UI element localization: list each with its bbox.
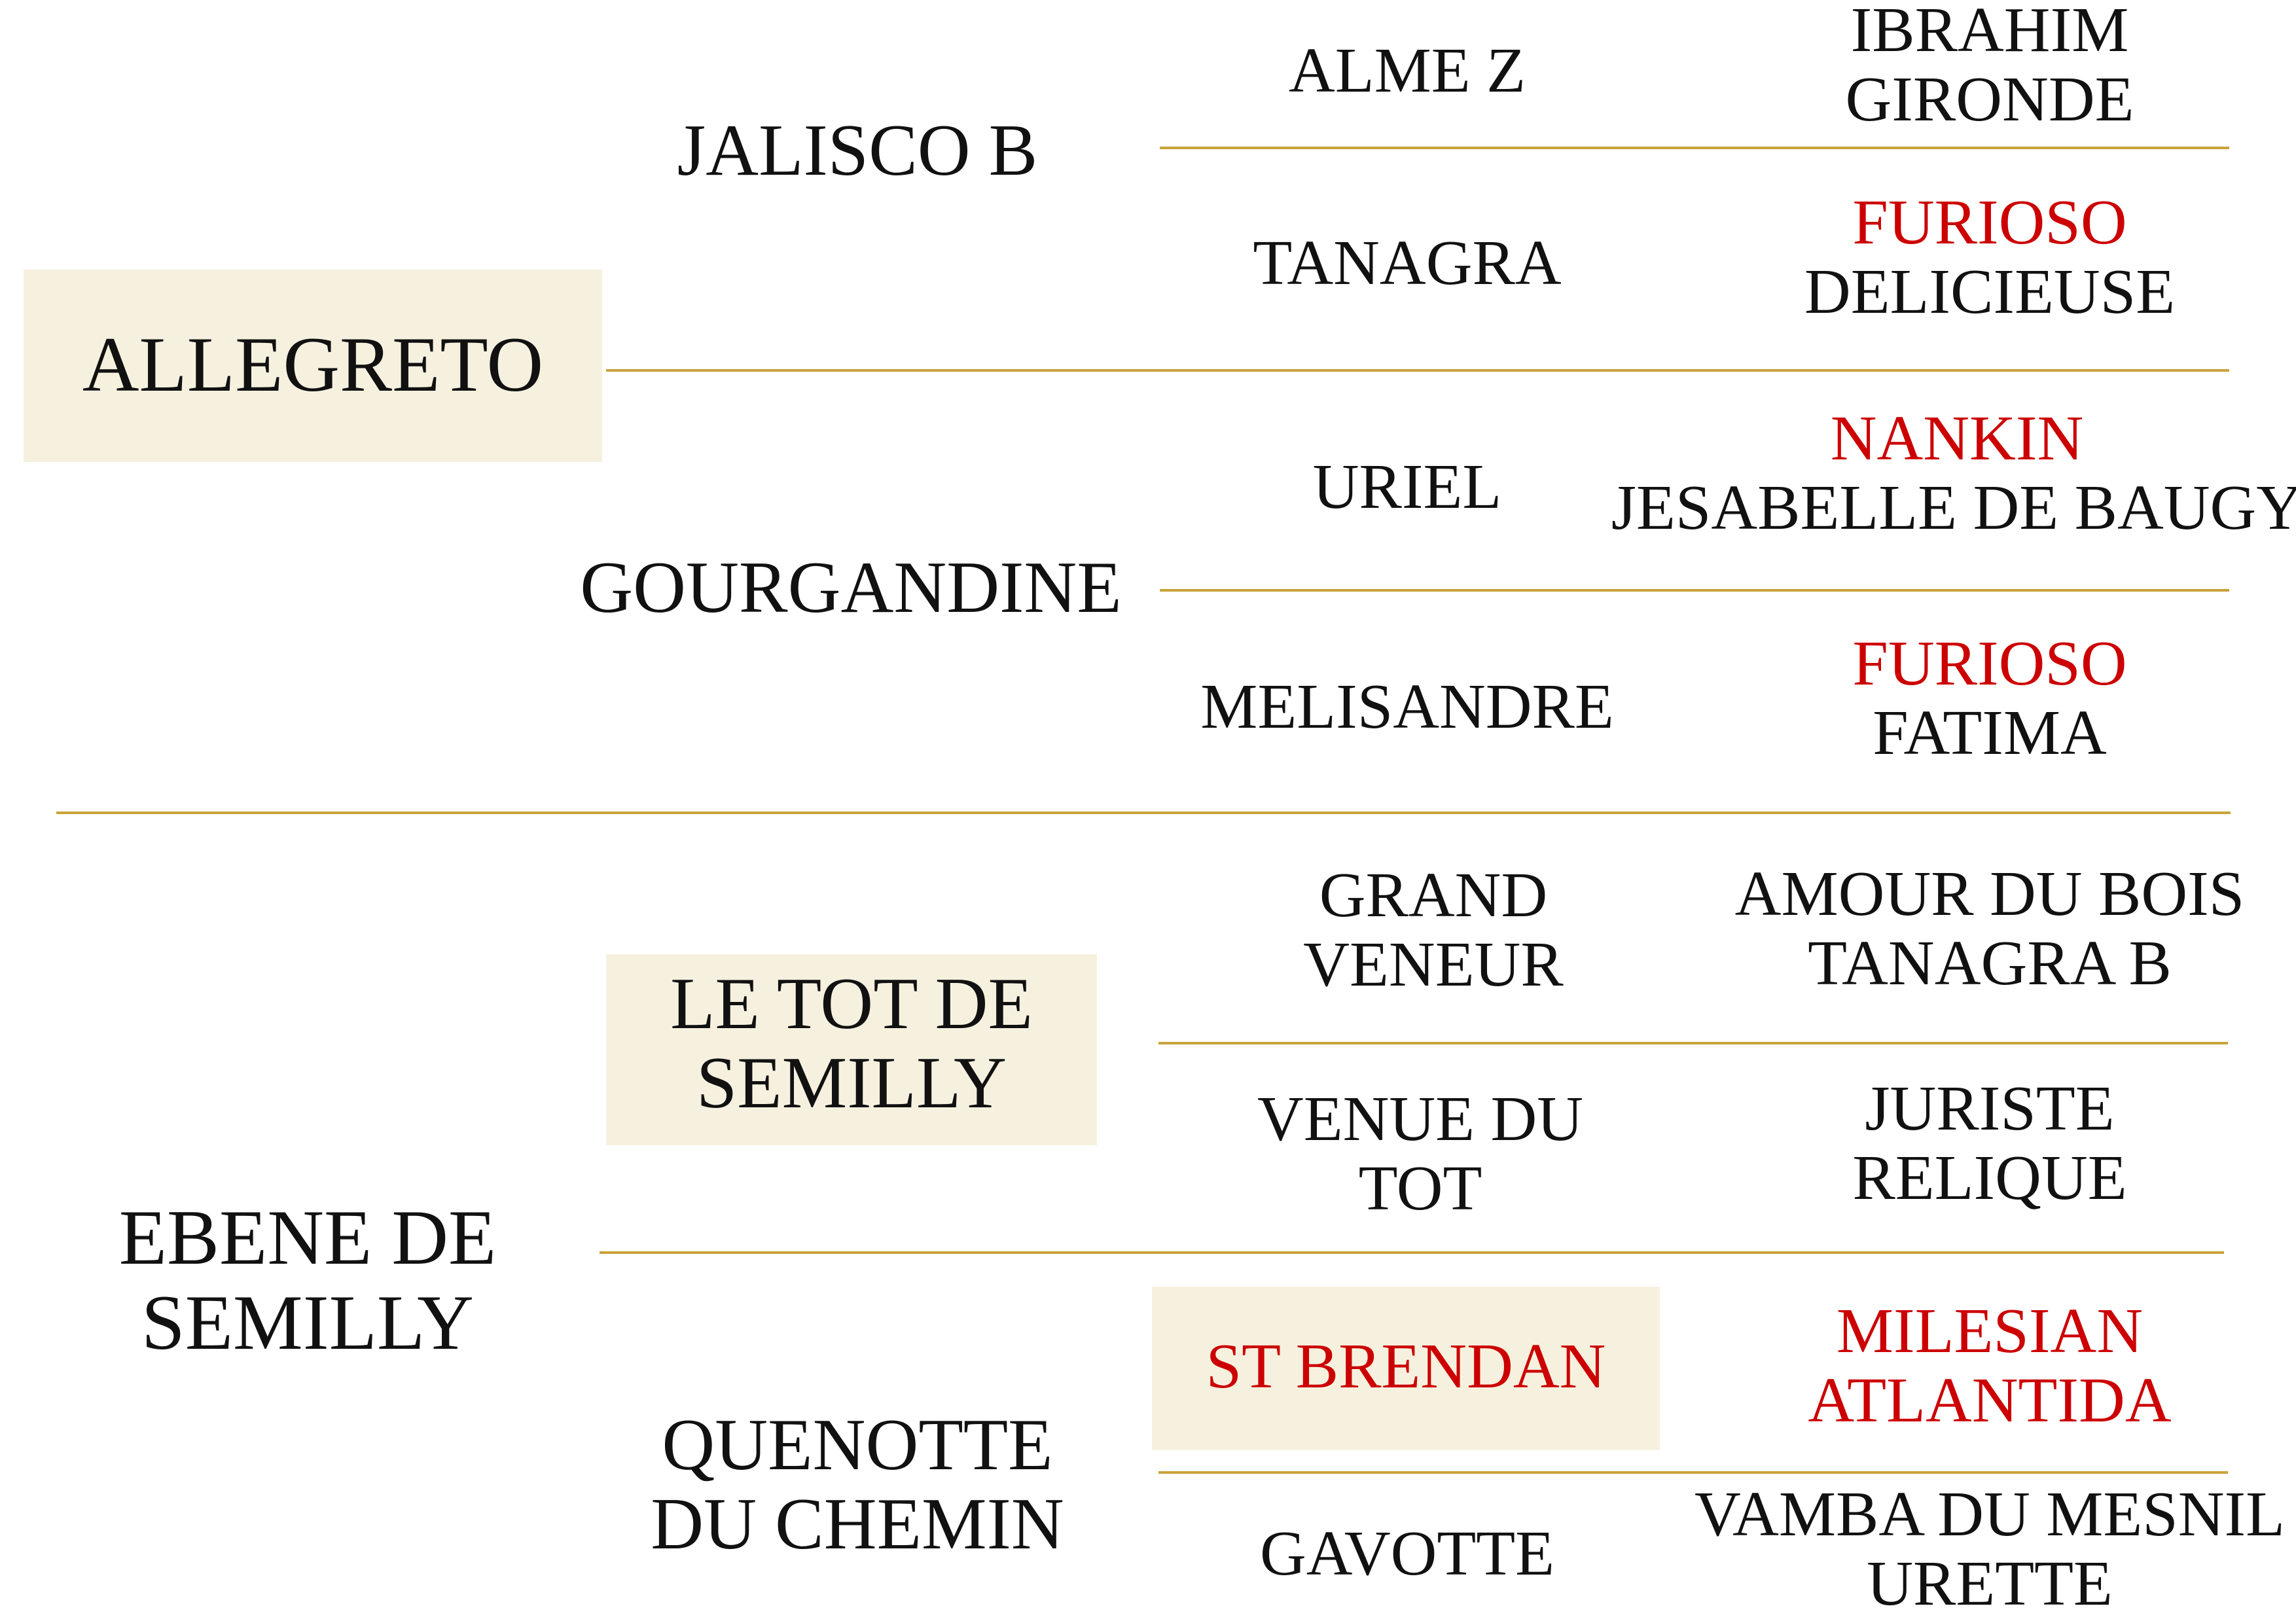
horse-relique: RELIQUE: [1852, 1142, 2127, 1213]
connector-jalisco: [1160, 147, 2229, 149]
horse-quenotte-du-chemin: QUENOTTE DU CHEMIN: [589, 1406, 1126, 1564]
horse-fatima: FATIMA: [1873, 697, 2107, 768]
horse-ebene-de-semilly: EBENE DE SEMILLY: [26, 1195, 589, 1364]
connector-le-tot: [1158, 1042, 2228, 1044]
horse-pair-melisandre: FURIOSO FATIMA: [1630, 628, 2296, 768]
highlight-allegreto: [24, 270, 602, 462]
horse-jesabelle-de-baugy: JESABELLE DE BAUGY: [1611, 472, 2296, 543]
name-line: VENEUR: [1303, 929, 1564, 1000]
connector-quenotte: [1158, 1471, 2228, 1474]
horse-allegreto: ALLEGRETO: [82, 321, 544, 408]
horse-pair-grand-veneur: AMOUR DU BOIS TANAGRA B: [1630, 859, 2296, 999]
horse-amour-du-bois: AMOUR DU BOIS: [1734, 859, 2245, 929]
horse-juriste: JURISTE: [1865, 1073, 2115, 1144]
horse-gourgandine: GOURGANDINE: [580, 547, 1122, 628]
horse-uriel: URIEL: [1312, 452, 1502, 522]
horse-pair-uriel: NANKIN JESABELLE DE BAUGY: [1597, 404, 2296, 543]
horse-pair-alme: IBRAHIM GIRONDE: [1630, 0, 2296, 135]
horse-tanagra: TANAGRA: [1253, 228, 1562, 298]
name-line: DU CHEMIN: [651, 1483, 1064, 1565]
connector-gourgandine: [1160, 589, 2229, 592]
horse-atlantida: ATLANTIDA: [1808, 1364, 2172, 1436]
horse-ibrahim: IBRAHIM: [1850, 0, 2129, 65]
connector-ebene: [600, 1251, 2224, 1254]
horse-delicieuse: DELICIEUSE: [1804, 256, 2176, 327]
horse-pair-gavotte: VAMBA DU MESNIL URETTE: [1610, 1480, 2296, 1619]
name-line: EBENE DE: [118, 1194, 497, 1281]
horse-milesian: MILESIAN: [1836, 1296, 2144, 1366]
horse-le-tot-de-semilly: LE TOT DE SEMILLY: [606, 965, 1097, 1123]
horse-furioso: FURIOSO: [1852, 628, 2127, 699]
name-line: SEMILLY: [141, 1278, 474, 1366]
horse-pair-st-brendan: MILESIAN ATLANTIDA: [1630, 1296, 2296, 1436]
horse-gironde: GIRONDE: [1845, 63, 2134, 135]
name-line: QUENOTTE: [662, 1404, 1053, 1486]
name-line: GRAND: [1319, 860, 1548, 931]
horse-grand-veneur: GRAND VENEUR: [1198, 861, 1669, 1000]
connector-allegreto: [606, 369, 2229, 372]
name-line: VENUE DU: [1257, 1084, 1584, 1154]
horse-gavotte: GAVOTTE: [1259, 1518, 1555, 1589]
name-line: TOT: [1358, 1152, 1482, 1224]
horse-jalisco-b: JALISCO B: [677, 110, 1038, 191]
horse-tanagra-b: TANAGRA B: [1808, 927, 2172, 999]
horse-vamba-du-mesnil: VAMBA DU MESNIL: [1694, 1479, 2286, 1550]
horse-melisandre: MELISANDRE: [1200, 671, 1614, 742]
name-line: SEMILLY: [696, 1042, 1007, 1124]
horse-urette: URETTE: [1867, 1548, 2113, 1619]
horse-st-brendan: ST BRENDAN: [1206, 1331, 1606, 1402]
horse-pair-venue: JURISTE RELIQUE: [1630, 1073, 2296, 1213]
highlight-le-tot: [606, 954, 1097, 1145]
horse-alme-z: ALME Z: [1289, 35, 1526, 106]
divider-line: [56, 812, 2231, 814]
name-line: LE TOT DE: [670, 963, 1033, 1044]
horse-nankin: NANKIN: [1830, 403, 2084, 474]
horse-furioso: FURIOSO: [1852, 187, 2127, 258]
horse-venue-du-tot: VENUE DU TOT: [1185, 1084, 1656, 1224]
horse-pair-tanagra: FURIOSO DELICIEUSE: [1630, 188, 2296, 327]
highlight-st-brendan: [1152, 1287, 1660, 1450]
